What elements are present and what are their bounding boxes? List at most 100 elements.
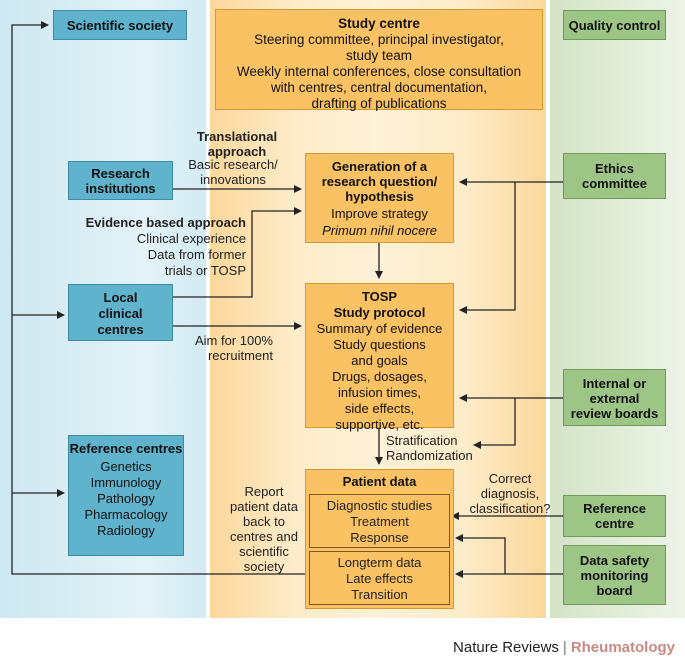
translational-title-line: approach: [207, 144, 267, 159]
tosp-line: Summary of evidence: [316, 321, 443, 336]
study-centre-box: Study centre Steering committee, princip…: [215, 9, 543, 111]
report-line: Report: [244, 484, 284, 499]
reference-centres-title: Reference centres: [69, 442, 183, 456]
stratification-line: Stratification: [386, 433, 458, 448]
study-centre-line: Steering committee, principal investigat…: [254, 32, 504, 47]
report-line: back to: [243, 514, 285, 529]
tosp-line: Drugs, dosages,: [332, 369, 427, 384]
research-question-line: Improve strategy: [331, 206, 428, 221]
report-line: patient data: [230, 499, 298, 514]
local-centres-label: Local: [103, 290, 138, 305]
correct-line: classification?: [469, 501, 551, 516]
arrow-review-to-strat: [473, 398, 516, 449]
data-safety-label: board: [596, 583, 633, 598]
reference-centres-item: Immunology: [90, 475, 162, 490]
diagnostic-line: Response: [350, 530, 409, 545]
research-question-title: research question/: [321, 174, 438, 189]
reference-centres-title-text: Reference centres: [69, 441, 183, 456]
tosp-box: TOSP Study protocol Summary of evidence …: [305, 283, 454, 432]
evidence-text: Clinical experience Data from former tri…: [100, 231, 246, 279]
journal-credit: Nature Reviews|Rheumatology: [453, 639, 675, 656]
research-institutions-box: Research institutions: [68, 161, 173, 200]
tosp-subtitle: Study protocol: [333, 305, 426, 320]
tosp-line: side effects,: [344, 401, 415, 416]
research-question-motto: Primum nihil nocere: [322, 223, 437, 238]
translational-text: Basic research/ innovations: [178, 157, 288, 187]
feedback-line: [11, 21, 305, 575]
translational-text-line: innovations: [200, 172, 266, 187]
aim-line: recruitment: [207, 348, 273, 363]
aim-recruitment: Aim for 100% recruitment: [170, 333, 273, 363]
diagnostic-studies-box: Diagnostic studies Treatment Response: [309, 494, 450, 548]
report-line: scientific: [239, 544, 289, 559]
local-clinical-centres-box: Local clinical centres: [68, 284, 173, 341]
connector-arrows: [11, 21, 563, 578]
tosp-line: infusion times,: [337, 385, 422, 400]
correct-line: diagnosis,: [480, 486, 540, 501]
quality-control-title: Quality control: [568, 18, 661, 33]
journal-name: Nature Reviews: [453, 639, 559, 656]
reference-centres-item: Radiology: [97, 523, 155, 538]
report-line: society: [243, 559, 285, 574]
evidence-title-text: Evidence based approach: [85, 215, 246, 230]
longterm-line: Transition: [351, 587, 408, 602]
research-institutions-label: institutions: [85, 181, 156, 196]
arrow-local-to-question: [173, 207, 302, 298]
data-safety-label: Data safety: [579, 553, 650, 568]
longterm-line: Late effects: [346, 571, 413, 586]
tosp-line: supportive, etc.: [335, 417, 424, 432]
review-boards-label: external: [589, 391, 640, 406]
stratification-label: Stratification Randomization: [386, 433, 476, 463]
reference-centre-box: Reference centre: [563, 495, 666, 537]
study-centre-line: drafting of publications: [311, 96, 447, 111]
panel-divider: [206, 0, 210, 618]
tosp-line: Study questions: [333, 337, 426, 352]
arrow-ethics-to-tosp: [459, 182, 516, 314]
quality-control-header: Quality control: [563, 10, 666, 40]
research-question-title: hypothesis: [345, 189, 414, 204]
ethics-label: Ethics: [594, 161, 634, 176]
translational-text-line: Basic research/: [188, 157, 278, 172]
reference-centre-label: centre: [594, 516, 635, 531]
study-centre-line: study team: [345, 48, 413, 63]
study-centre-line: Weekly internal conferences, close consu…: [236, 64, 522, 79]
evidence-text-line: Clinical experience: [136, 231, 246, 246]
report-label: Report patient data back to centres and …: [226, 484, 302, 574]
longterm-line: Longterm data: [337, 555, 422, 570]
review-boards-label: review boards: [570, 406, 659, 421]
aim-line: Aim for 100%: [194, 333, 273, 348]
evidence-text-line: trials or TOSP: [164, 263, 246, 278]
scientific-society-header: Scientific society: [53, 10, 187, 40]
scientific-society-title: Scientific society: [66, 18, 174, 33]
translational-title-line: Translational: [196, 129, 278, 144]
panel-divider: [546, 0, 550, 618]
report-line: centres and: [230, 529, 298, 544]
study-centre-title: Study centre: [338, 16, 420, 31]
longterm-data-box: Longterm data Late effects Transition: [309, 551, 450, 605]
patient-data-title: Patient data: [342, 474, 417, 489]
review-boards-label: Internal or: [582, 376, 647, 391]
ethics-label: committee: [581, 176, 648, 191]
reference-centre-label: Reference: [583, 501, 646, 516]
journal-section: Rheumatology: [570, 639, 675, 656]
local-centres-label: clinical: [98, 306, 143, 321]
correct-line: Correct: [488, 471, 532, 486]
reference-centres-box: Reference centres Genetics Immunology Pa…: [68, 435, 184, 556]
research-question-box: Generation of a research question/ hypot…: [305, 153, 454, 243]
reference-centres-item: Genetics: [100, 459, 152, 474]
stratification-line: Randomization: [386, 448, 473, 463]
translational-title: Translational approach: [192, 129, 282, 159]
diagnostic-line: Treatment: [350, 514, 409, 529]
ethics-committee-box: Ethics committee: [563, 153, 666, 199]
data-safety-board-box: Data safety monitoring board: [563, 545, 666, 605]
tosp-title: TOSP: [361, 289, 398, 304]
diagnostic-line: Diagnostic studies: [326, 498, 433, 513]
tosp-line: and goals: [351, 353, 408, 368]
arrow-safety-to-response: [455, 534, 506, 574]
research-institutions-label: Research: [91, 166, 150, 181]
footer: Nature Reviews|Rheumatology: [0, 618, 685, 663]
research-question-title: Generation of a: [331, 159, 428, 174]
reference-centres-item: Pathology: [97, 491, 155, 506]
reference-centres-item: Pharmacology: [84, 507, 168, 522]
review-boards-box: Internal or external review boards: [563, 369, 666, 426]
